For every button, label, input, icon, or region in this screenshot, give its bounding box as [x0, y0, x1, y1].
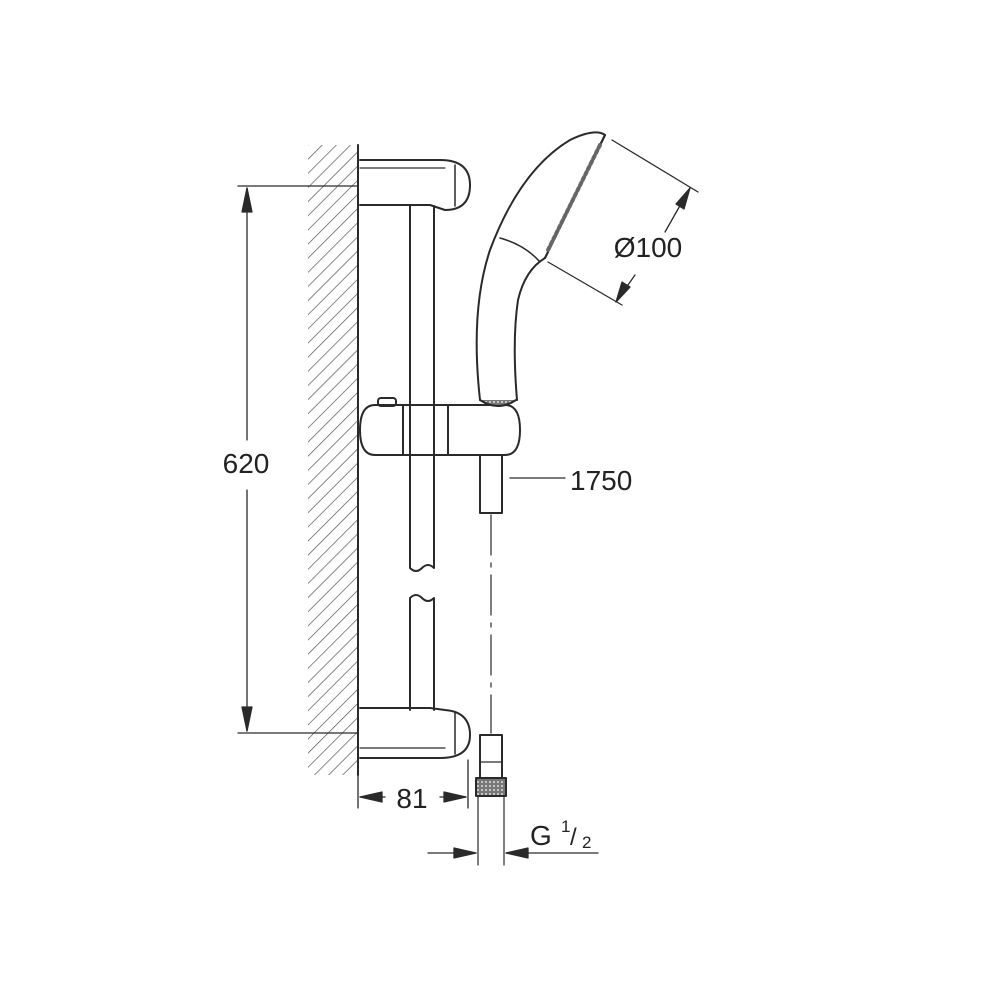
- head-diameter-label: Ø100: [614, 232, 683, 263]
- rail-height-label: 620: [223, 448, 270, 479]
- thread-denominator: 2: [582, 833, 591, 852]
- slider-holder[interactable]: [359, 397, 521, 456]
- dimension-81: [357, 759, 469, 809]
- dimension-thread: [427, 847, 599, 859]
- thread-slash: /: [570, 824, 577, 851]
- top-bracket: [359, 159, 471, 211]
- hand-shower[interactable]: [475, 131, 606, 407]
- bottom-bracket: [359, 707, 471, 759]
- dimension-620: [237, 185, 359, 734]
- wall-hatch: [308, 145, 358, 775]
- thread-prefix: G: [530, 820, 552, 851]
- shower-hose: [475, 454, 507, 866]
- hose-length-label: 1750: [570, 465, 632, 496]
- dimension-diameter: [547, 139, 699, 306]
- wall-projection-label: 81: [396, 783, 427, 814]
- thread-size-label: G 1 / 2: [530, 817, 591, 852]
- rail: [409, 205, 435, 711]
- thread-numerator: 1: [561, 817, 570, 836]
